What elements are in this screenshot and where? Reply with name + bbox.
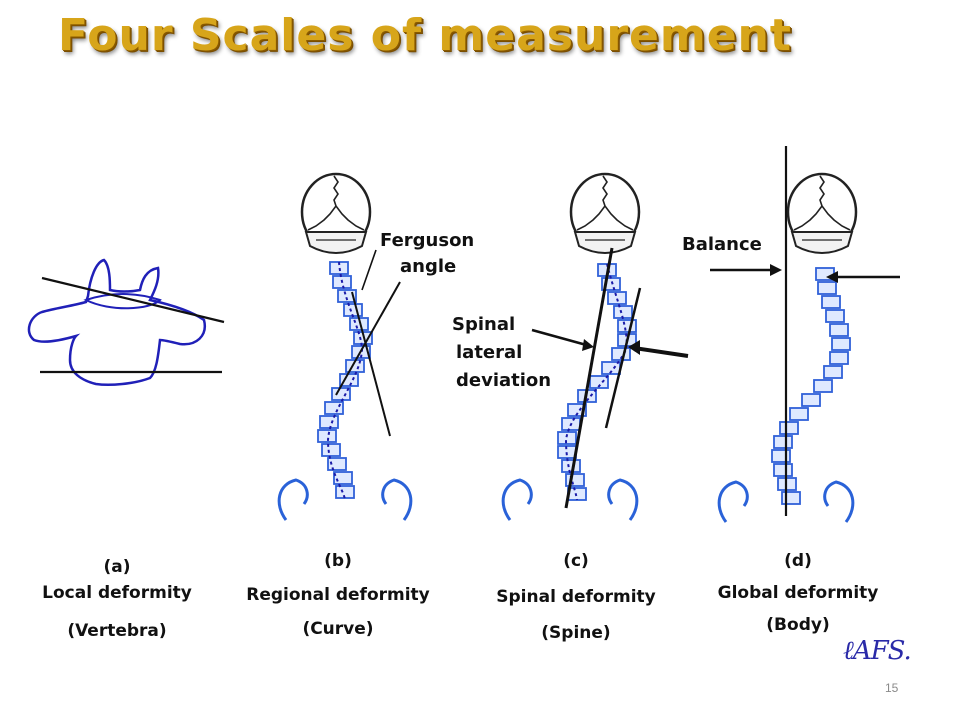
panel-a-caption: (a) Local deformity (Vertebra) <box>42 557 192 641</box>
panel-c-letter: (c) <box>563 551 589 571</box>
author-signature: ℓAFS. <box>843 636 912 666</box>
panel-a-sub: (Vertebra) <box>67 621 166 641</box>
ferguson-label-2: angle <box>400 256 456 277</box>
panel-a-letter: (a) <box>103 557 130 577</box>
balance-label: Balance <box>682 234 762 255</box>
panel-d-sub: (Body) <box>766 615 829 635</box>
panel-a-title: Local deformity <box>42 583 192 603</box>
panel-d-letter: (d) <box>784 551 812 571</box>
spinal-label-1: Spinal <box>452 314 515 335</box>
panel-d-title: Global deformity <box>718 583 879 603</box>
panel-c-sub: (Spine) <box>541 623 610 643</box>
page-number: 15 <box>885 681 899 695</box>
slide-title: Four Scales of measurement <box>58 10 792 61</box>
panel-b-spine <box>277 172 413 522</box>
panel-b-letter: (b) <box>324 551 352 571</box>
panel-c-title: Spinal deformity <box>496 587 655 607</box>
panel-b-caption: (b) Regional deformity (Curve) <box>246 551 430 639</box>
panel-c-caption: (c) Spinal deformity (Spine) <box>496 551 655 643</box>
panel-b-title: Regional deformity <box>246 585 430 605</box>
panel-a-vertebra <box>27 258 225 386</box>
panel-c-spine <box>501 172 689 522</box>
ferguson-label-1: Ferguson <box>380 230 474 251</box>
panel-d-spine <box>710 146 900 524</box>
spinal-label-2: lateral <box>456 342 522 363</box>
panel-d-caption: (d) Global deformity (Body) <box>718 551 879 635</box>
spinal-label-3: deviation <box>456 370 551 391</box>
panel-b-sub: (Curve) <box>302 619 373 639</box>
